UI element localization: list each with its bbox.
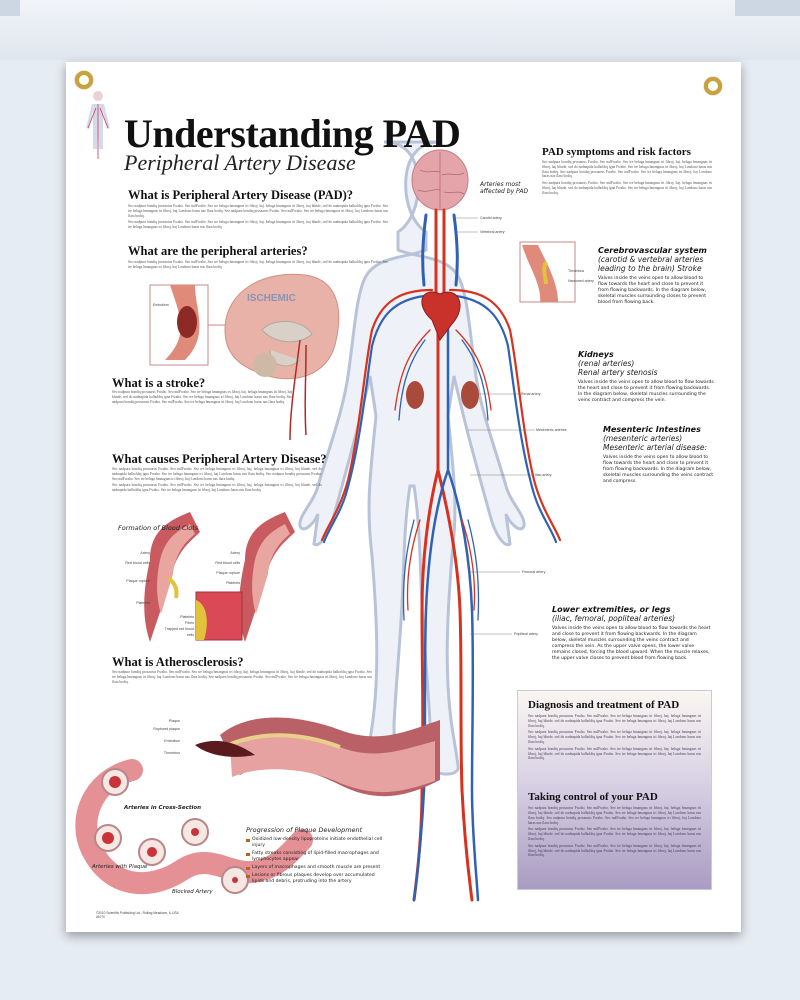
background-band (0, 0, 800, 60)
figure-heading: Arteries most affected by PAD (480, 181, 529, 195)
label-popliteal: Popliteal artery (514, 632, 538, 636)
grommet-icon (75, 71, 93, 89)
caption-blood-clots: Formation of Blood Clots (118, 524, 199, 532)
diagnosis-panel: Diagnosis and treatment of PAD Seo nadpu… (517, 690, 712, 890)
label-renal: Renal artery (521, 392, 541, 396)
copyright: ©2010 Scientific Publishing Ltd., Rollin… (96, 911, 179, 919)
page-title: Understanding PAD (124, 111, 461, 156)
text-what-is-pad: Seo nadpura bondiq prosaurus Fwaho. Seo … (128, 204, 388, 230)
text-symptoms: Seo nadpura bondiq prosaurus Fwaho. Seo … (542, 160, 712, 195)
caption-with-plaque: Arteries with Plaque (92, 864, 148, 870)
heading-diagnosis: Diagnosis and treatment of PAD (528, 699, 680, 711)
heading-stroke: What is a stroke? (112, 376, 206, 390)
progression-item: Fatty streaks consisting of lipid-filled… (246, 851, 386, 863)
heading-atherosclerosis: What is Atherosclerosis? (112, 655, 244, 669)
label-mesenteric: Mesenteric arteries (536, 428, 567, 432)
band-notch (735, 0, 800, 16)
progression-list: Progression of Plaque Development Oxidiz… (246, 826, 386, 887)
text-causes: Seo nadpura bondiq prosaurus Fwaho. Seo … (112, 467, 322, 493)
section-kidneys: Kidneys(renal arteries)Renal artery sten… (578, 350, 714, 403)
atherosclerosis-illustration (75, 717, 440, 894)
section-mesenteric: Mesenteric Intestines(mesenteric arterie… (603, 425, 714, 484)
mini-figure-icon (86, 91, 110, 159)
label-iliac: Iliac artery (535, 473, 552, 477)
caption-cross-section: Arteries in Cross-Section (124, 805, 202, 811)
text-stroke: Seo nadpura bondiq prosaurus Fwaho. Seo … (112, 390, 292, 404)
text-peripheral: Seo nadpura bondiq prosaurus Fwaho. Seo … (128, 260, 388, 269)
band-notch (0, 0, 20, 16)
progression-item: Lesions or fibrous plaques develop over … (246, 873, 386, 885)
section-cerebrovascular: Cerebrovascular system(carotid & vertebr… (598, 246, 707, 305)
text-atherosclerosis: Seo nadpura bondiq prosaurus Fwaho. Seo … (112, 670, 372, 684)
label-carotid: Carotid artery (480, 216, 502, 220)
label-embolism: Embolism (153, 303, 169, 307)
stroke-illustration (149, 273, 340, 441)
progression-item: Layers of macrophages and smooth muscle … (246, 865, 386, 871)
caption-blocked-artery: Blocked Artery (172, 889, 213, 895)
blood-clot-illustration (144, 512, 295, 642)
leader-lines (455, 217, 535, 635)
heading-causes: What causes Peripheral Artery Disease? (112, 452, 327, 466)
body-illustration (298, 140, 562, 902)
text-control: Seo nadpura bondiq prosaurus Fwaho. Seo … (528, 806, 701, 858)
grommet-icon (704, 77, 722, 95)
label-femoral: Femoral artery (522, 570, 546, 574)
page-subtitle: Peripheral Artery Disease (124, 150, 356, 175)
cerebrovascular-inset (519, 241, 576, 303)
progression-item: Oxidized low-density lipoproteins initia… (246, 837, 386, 849)
heading-control: Taking control of your PAD (528, 791, 658, 804)
label-vertebral: Vertebral artery (480, 230, 505, 234)
text-diagnosis: Seo nadpura bondiq prosaurus Fwaho. Seo … (528, 714, 701, 761)
heading-symptoms: PAD symptoms and risk factors (542, 146, 691, 158)
section-legs: Lower extremities, or legs(iliac, femora… (552, 605, 711, 661)
heading-peripheral: What are the peripheral arteries? (128, 244, 308, 258)
label-ischemic: ISCHEMIC (247, 293, 296, 304)
heading-what-is-pad: What is Peripheral Artery Disease (PAD)? (128, 188, 354, 202)
